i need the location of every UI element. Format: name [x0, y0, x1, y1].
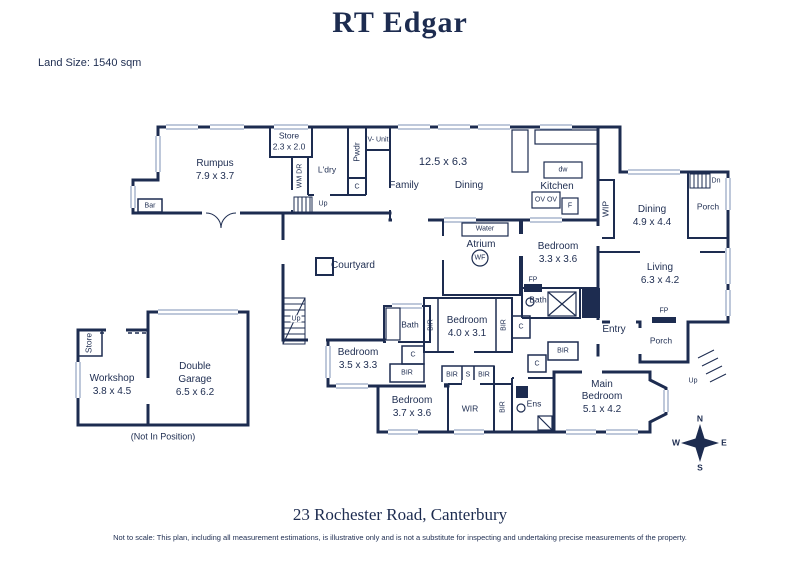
room-label-store-left: Store	[83, 332, 94, 354]
room-label-family: Family	[389, 179, 419, 191]
room-label-vanity-unit: V- Unit	[367, 136, 389, 144]
room-label-porch-e: Porch	[649, 335, 673, 346]
marker-fp-living: FP	[659, 307, 669, 315]
disclaimer-text: Not to scale: This plan, including all m…	[113, 533, 687, 542]
marker-ovens: OV OV	[534, 196, 558, 204]
room-label-bedroom3: Bedroom	[337, 346, 379, 358]
room-dims-rumpus: 7.9 x 3.7	[195, 170, 235, 182]
compass-star	[681, 424, 719, 462]
room-label-garage-1: Double	[179, 360, 211, 372]
compass-n: N	[696, 413, 704, 424]
room-dims-bedroom3: 3.5 x 3.3	[338, 359, 378, 371]
marker-fp-bedroom1: FP	[527, 276, 539, 284]
door-gaps-layer	[106, 188, 644, 404]
marker-c-main: C	[534, 360, 540, 368]
fixtures-layer	[315, 129, 599, 431]
marker-s-row: S	[465, 371, 471, 379]
room-label-wip: WIP	[600, 200, 611, 218]
marker-bir-row-2: BIR	[478, 371, 490, 379]
marker-up-courtyard: Up	[290, 315, 302, 323]
room-label-wir: WIR	[461, 403, 479, 414]
room-label-entry: Entry	[602, 323, 626, 335]
room-label-laundry: L'dry	[317, 164, 337, 175]
room-label-garage-2: Garage	[178, 373, 212, 385]
room-label-rumpus: Rumpus	[196, 157, 234, 169]
solid-fills-layer	[516, 284, 719, 462]
marker-bir-row-1: BIR	[446, 371, 458, 379]
room-label-store-top: Store	[278, 130, 300, 141]
marker-dn-porch: Dn	[711, 177, 721, 185]
compass-e: E	[721, 437, 727, 448]
room-dims-bedroom2: 4.0 x 3.1	[447, 327, 487, 339]
marker-fridge: F	[567, 202, 573, 210]
room-dims-dining: 4.9 x 4.4	[632, 216, 672, 228]
room-label-main-bedroom-1: Main	[591, 378, 613, 390]
marker-bir-main-n: BIR	[557, 347, 569, 355]
room-dims-workshop: 3.8 x 4.5	[92, 385, 132, 397]
marker-bir-bedroom3: BIR	[401, 369, 413, 377]
marker-c-bedroom3: C	[410, 351, 416, 359]
room-label-courtyard: Courtyard	[331, 259, 375, 271]
windows-layer	[75, 124, 731, 435]
marker-dishwasher: dw	[558, 166, 568, 174]
land-size-text: Land Size: 1540 sqm	[38, 57, 142, 69]
marker-up-porch: Up	[688, 377, 698, 385]
room-label-porch-ne: Porch	[696, 201, 720, 212]
marker-bir-bedroom2-e: BIR	[500, 319, 508, 331]
rt-edgar-logo: RT Edgar	[332, 6, 468, 39]
room-dims-family-dining: 12.5 x 6.3	[418, 156, 468, 169]
property-address: 23 Rochester Road, Canterbury	[292, 505, 508, 524]
room-label-main-bedroom-2: Bedroom	[581, 390, 623, 402]
room-label-powder: Pwdr	[351, 142, 362, 162]
marker-wf: WF	[474, 254, 486, 262]
room-label-wm-dr: WM DR	[296, 163, 304, 189]
room-label-ens: Ens	[525, 398, 543, 409]
marker-c-laundry: C	[354, 183, 360, 191]
room-label-bath1: Bath	[529, 294, 547, 305]
room-dims-living: 6.3 x 4.2	[640, 274, 680, 286]
room-label-bar: Bar	[144, 202, 156, 210]
marker-up-laundry: Up	[318, 200, 328, 208]
marker-water-feature: Water	[475, 225, 495, 233]
note-not-in-position: (Not In Position)	[130, 431, 196, 442]
room-dims-garage: 6.5 x 6.2	[175, 386, 215, 398]
marker-bir-main-w: BIR	[499, 401, 507, 413]
room-label-kitchen: Kitchen	[540, 180, 574, 192]
room-label-atrium: Atrium	[466, 238, 496, 250]
marker-c-hall: C	[518, 323, 524, 331]
room-label-bedroom1: Bedroom	[537, 240, 579, 252]
marker-bir-bedroom2-w: BIR	[427, 319, 435, 331]
room-label-bedroom2: Bedroom	[446, 314, 488, 326]
room-dims-bedroom4: 3.7 x 3.6	[392, 407, 432, 419]
room-label-dining-open: Dining	[454, 179, 484, 191]
room-label-bedroom4: Bedroom	[391, 394, 433, 406]
room-dims-main-bedroom: 5.1 x 4.2	[582, 403, 622, 415]
compass-s: S	[697, 462, 703, 473]
room-label-living: Living	[646, 261, 674, 273]
compass-w: W	[671, 437, 681, 448]
door-arcs-layer	[205, 212, 237, 229]
room-label-workshop: Workshop	[89, 372, 135, 384]
room-label-dining: Dining	[637, 203, 667, 215]
room-label-bath2: Bath	[401, 319, 419, 330]
room-dims-bedroom1: 3.3 x 3.6	[538, 253, 578, 265]
room-dims-store-top: 2.3 x 2.0	[272, 141, 306, 152]
